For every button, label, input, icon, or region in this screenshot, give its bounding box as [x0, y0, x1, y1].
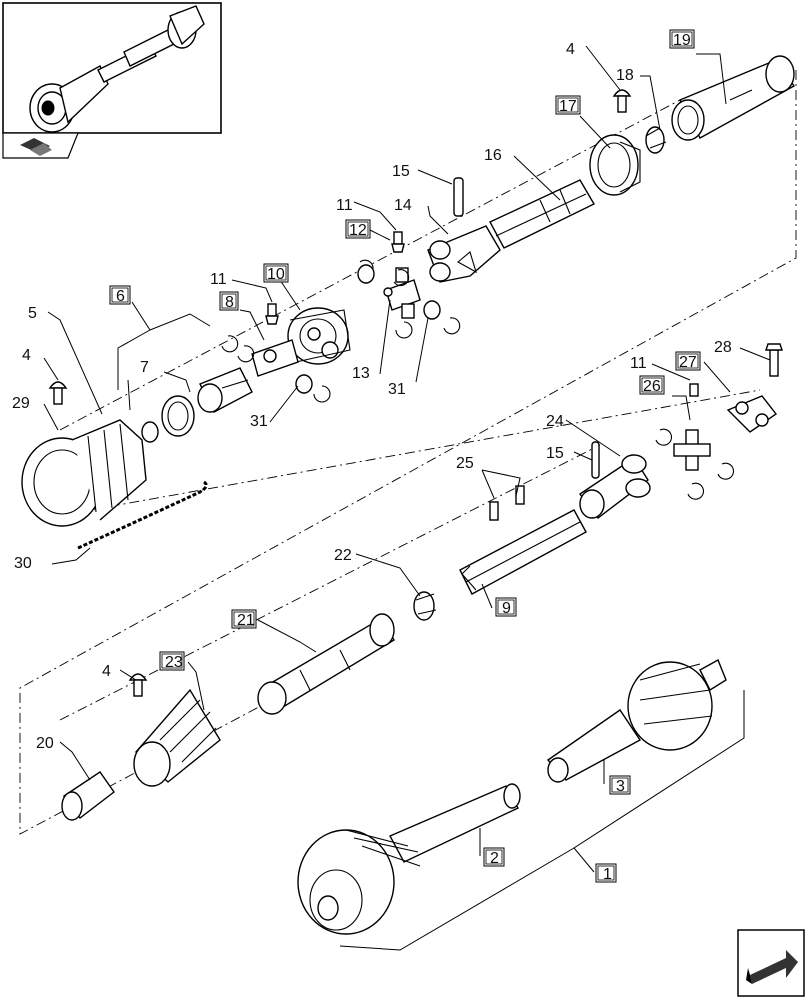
grease-nipple-12 — [391, 231, 405, 253]
screw-4-left — [48, 381, 68, 405]
callout-2: 2 — [490, 850, 499, 867]
callout-31-left: 31 — [250, 413, 268, 430]
inner-tube-16 — [489, 179, 595, 249]
callout-11-top: 11 — [336, 197, 353, 214]
callout-4-left: 4 — [22, 347, 31, 364]
callout-4-top: 4 — [566, 41, 575, 58]
callout-10: 10 — [267, 266, 285, 283]
callout-31-right: 31 — [388, 381, 406, 398]
callout-7: 7 — [140, 359, 149, 376]
outer-tube-19 — [671, 55, 796, 141]
leader-lines — [43, 45, 771, 951]
callout-12: 12 — [349, 222, 367, 239]
bolt-28 — [765, 343, 783, 377]
overview-thumbnail[interactable] — [2, 2, 222, 134]
callout-30: 30 — [14, 555, 32, 572]
next-page-arrow-icon[interactable] — [737, 929, 805, 997]
screw-4-top — [612, 89, 632, 113]
bearing-ring-18 — [645, 126, 667, 154]
callout-4-lower: 4 — [102, 663, 111, 680]
guard-cone-17 — [589, 134, 641, 196]
cross-journal-13 — [383, 267, 421, 319]
yoke-24 — [578, 454, 651, 519]
callout-15-top: 15 — [392, 163, 410, 180]
circlips-top — [357, 259, 461, 339]
callout-15-right: 15 — [546, 445, 564, 462]
callout-13: 13 — [352, 365, 370, 382]
roll-pin-15-right — [591, 441, 600, 479]
callout-11-mid: 11 — [210, 271, 227, 288]
driveshaft-overview-icon — [29, 5, 205, 133]
callout-18: 18 — [616, 67, 634, 84]
bearing-sleeve-20 — [61, 771, 115, 821]
callout-19: 19 — [673, 32, 691, 49]
yoke-14 — [427, 225, 501, 283]
callout-26: 26 — [643, 378, 661, 395]
cross-journal-26 — [655, 383, 735, 500]
callout-11-right: 11 — [630, 355, 647, 372]
callout-21: 21 — [237, 612, 255, 629]
shaft-half-3 — [546, 659, 727, 783]
grease-nipples-25 — [489, 485, 525, 521]
shaft-half-2 — [297, 783, 521, 935]
center-lines — [19, 70, 797, 835]
callout-23: 23 — [165, 654, 183, 671]
chain-30 — [77, 480, 208, 550]
callout-28: 28 — [714, 339, 732, 356]
callout-24: 24 — [546, 413, 564, 430]
callout-25: 25 — [456, 455, 474, 472]
callout-5: 5 — [28, 305, 37, 322]
outer-tube-21 — [257, 613, 395, 715]
callout-8: 8 — [225, 294, 234, 311]
guard-cone-5 — [21, 419, 147, 527]
inner-profile-tube-9 — [459, 509, 587, 595]
callout-6: 6 — [116, 288, 125, 305]
grease-nipple-8-and-11 — [265, 303, 279, 325]
wide-angle-joint-10 — [287, 307, 351, 365]
callout-1: 1 — [603, 866, 612, 883]
bearing-ring-22 — [413, 591, 437, 621]
callout-14: 14 — [394, 197, 412, 214]
guard-cone-23 — [133, 688, 221, 787]
callout-9: 9 — [502, 600, 511, 617]
bearing-ring-7 — [141, 395, 195, 443]
callout-22: 22 — [334, 547, 352, 564]
detail-view-icon — [2, 132, 79, 159]
callout-27: 27 — [679, 354, 697, 371]
cross-journal-lower — [221, 335, 331, 403]
yoke-lower — [197, 367, 253, 413]
roll-pin-15-top — [453, 177, 464, 217]
callout-17: 17 — [559, 98, 577, 115]
callout-20: 20 — [36, 735, 54, 752]
callout-3: 3 — [616, 778, 625, 795]
yoke-27 — [726, 395, 778, 433]
callout-labels: 4 18 19 17 16 15 14 11 12 10 11 8 6 5 7 … — [12, 29, 732, 883]
callout-29: 29 — [12, 395, 30, 412]
callout-16: 16 — [484, 147, 502, 164]
